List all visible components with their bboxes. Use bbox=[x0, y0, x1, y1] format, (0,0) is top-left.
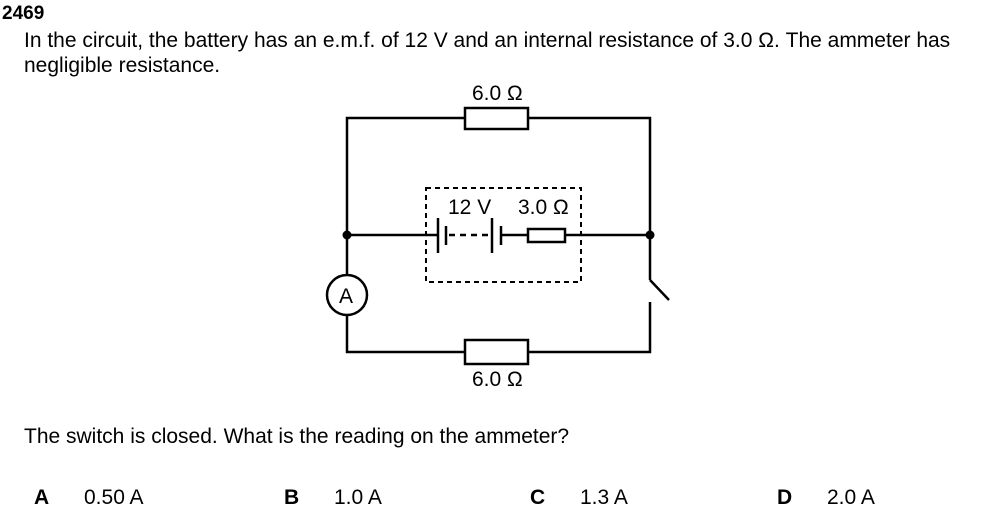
option-text: 0.50 A bbox=[84, 486, 144, 509]
left-wire-lower bbox=[345, 235, 652, 354]
junction-right bbox=[645, 230, 655, 240]
option-a[interactable]: A 0.50 A bbox=[34, 486, 144, 510]
internal-resistor bbox=[526, 227, 567, 244]
question-stem: In the circuit, the battery has an e.m.f… bbox=[24, 29, 951, 77]
option-c[interactable]: C 1.3 A bbox=[530, 486, 628, 510]
question-prompt: The switch is closed. What is the readin… bbox=[24, 425, 570, 448]
option-letter: C bbox=[530, 486, 546, 509]
junction-left bbox=[342, 230, 352, 240]
top-wire bbox=[345, 116, 652, 235]
battery-dashed-box bbox=[425, 187, 582, 283]
top-resistor-label: 6.0 Ω bbox=[472, 82, 523, 105]
battery-emf-label: 12 V bbox=[448, 196, 491, 219]
switch-lever bbox=[649, 279, 670, 301]
question-number: 2469 bbox=[2, 3, 45, 24]
option-letter: B bbox=[284, 486, 300, 509]
option-letter: D bbox=[777, 486, 793, 509]
option-text: 2.0 A bbox=[827, 486, 875, 509]
option-d[interactable]: D 2.0 A bbox=[777, 486, 875, 510]
internal-resistance-label: 3.0 Ω bbox=[518, 196, 569, 219]
ammeter-label: A bbox=[339, 285, 353, 308]
option-text: 1.3 A bbox=[580, 486, 628, 509]
option-text: 1.0 A bbox=[334, 486, 382, 509]
option-b[interactable]: B 1.0 A bbox=[284, 486, 382, 510]
bottom-resistor-label: 6.0 Ω bbox=[472, 368, 523, 391]
top-resistor bbox=[463, 106, 530, 131]
ammeter bbox=[325, 273, 369, 317]
option-letter: A bbox=[34, 486, 50, 509]
bottom-resistor bbox=[463, 338, 530, 366]
